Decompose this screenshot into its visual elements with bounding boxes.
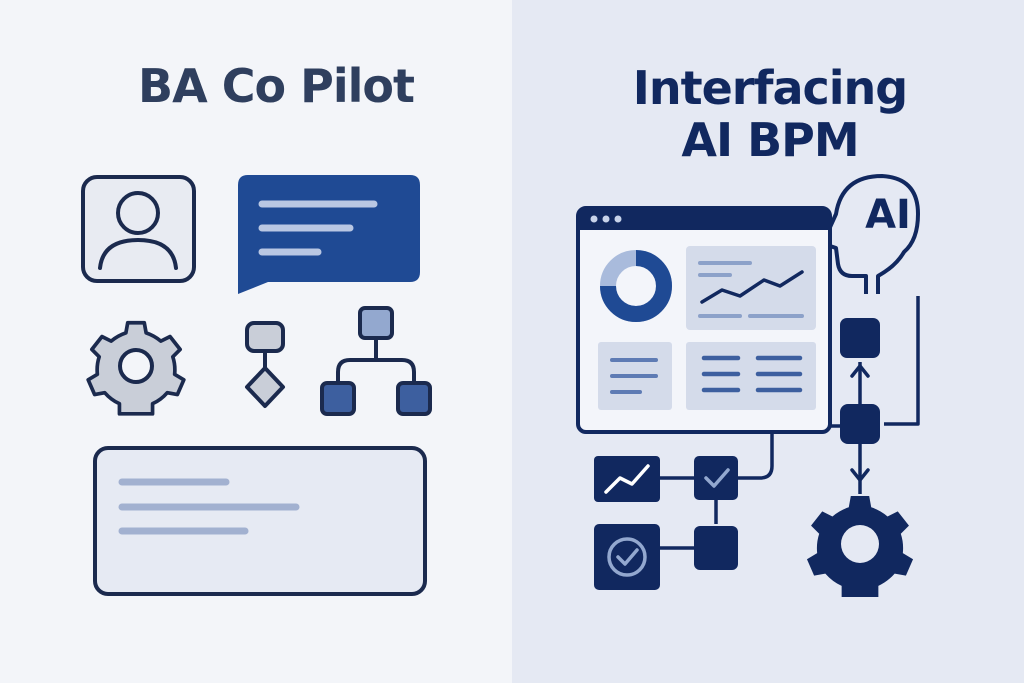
trend-box-icon bbox=[594, 456, 660, 502]
ai-head-icon bbox=[822, 174, 920, 294]
flowchart-icon bbox=[245, 321, 285, 408]
user-profile-icon bbox=[81, 175, 196, 283]
browser-window-icon bbox=[576, 206, 832, 434]
left-title: BA Co Pilot bbox=[138, 59, 415, 113]
workflow-node bbox=[840, 318, 880, 444]
ai-badge: AI bbox=[865, 192, 911, 238]
donut-chart-icon bbox=[600, 250, 672, 322]
gear-icon bbox=[86, 320, 186, 416]
right-title: Interfacing AI BPM bbox=[560, 62, 980, 166]
text-box-icon bbox=[93, 446, 427, 596]
right-title-line-2: AI BPM bbox=[681, 113, 859, 167]
check-circle-icon bbox=[594, 524, 660, 590]
text-card bbox=[598, 342, 672, 410]
arrow-heads bbox=[850, 364, 870, 482]
check-icon bbox=[694, 456, 738, 500]
chat-bubble-icon bbox=[238, 175, 420, 294]
hierarchy-icon bbox=[320, 306, 432, 416]
workflow-node bbox=[694, 526, 738, 570]
gear-icon bbox=[806, 496, 914, 598]
table-card bbox=[686, 342, 816, 410]
line-chart-icon bbox=[686, 246, 816, 330]
right-title-line-1: Interfacing bbox=[632, 61, 909, 115]
